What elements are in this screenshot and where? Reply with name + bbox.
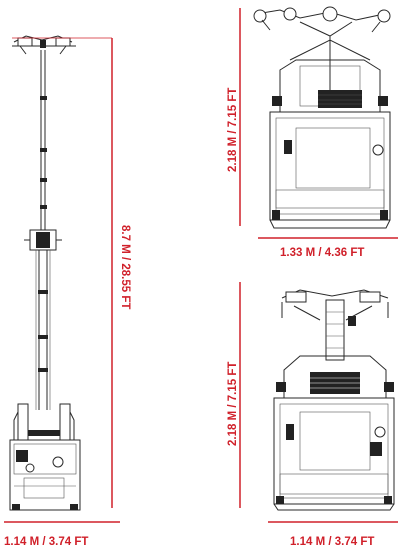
front-width-dimension: 1.14 M / 3.74 FT bbox=[268, 521, 398, 548]
front-height-label: 2.18 M / 7.15 FT bbox=[227, 362, 239, 446]
mast-width-label: 1.14 M / 3.74 FT bbox=[4, 536, 88, 548]
side-height-dimension: 2.18 M / 7.15 FT bbox=[227, 8, 241, 226]
side-height-label: 2.18 M / 7.15 FT bbox=[227, 88, 239, 172]
side-view-drawing bbox=[253, 6, 391, 229]
side-width-dimension: 1.33 M / 4.36 FT bbox=[258, 237, 398, 259]
mast-width-dimension: 1.14 M / 3.74 FT bbox=[4, 521, 120, 548]
front-view-drawing bbox=[273, 289, 395, 511]
telescopic-mast bbox=[24, 50, 62, 410]
front-width-label: 1.14 M / 3.74 FT bbox=[290, 536, 374, 548]
mast-extended-drawing bbox=[9, 35, 81, 511]
mast-base-unit bbox=[9, 403, 81, 511]
side-width-label: 1.33 M / 4.36 FT bbox=[280, 247, 364, 259]
mast-height-label: 8.7 M / 28.55 FT bbox=[119, 225, 131, 309]
front-height-dimension: 2.18 M / 7.15 FT bbox=[227, 282, 241, 508]
mast-height-dimension: 8.7 M / 28.55 FT bbox=[12, 37, 131, 508]
lamp-head bbox=[12, 35, 76, 55]
